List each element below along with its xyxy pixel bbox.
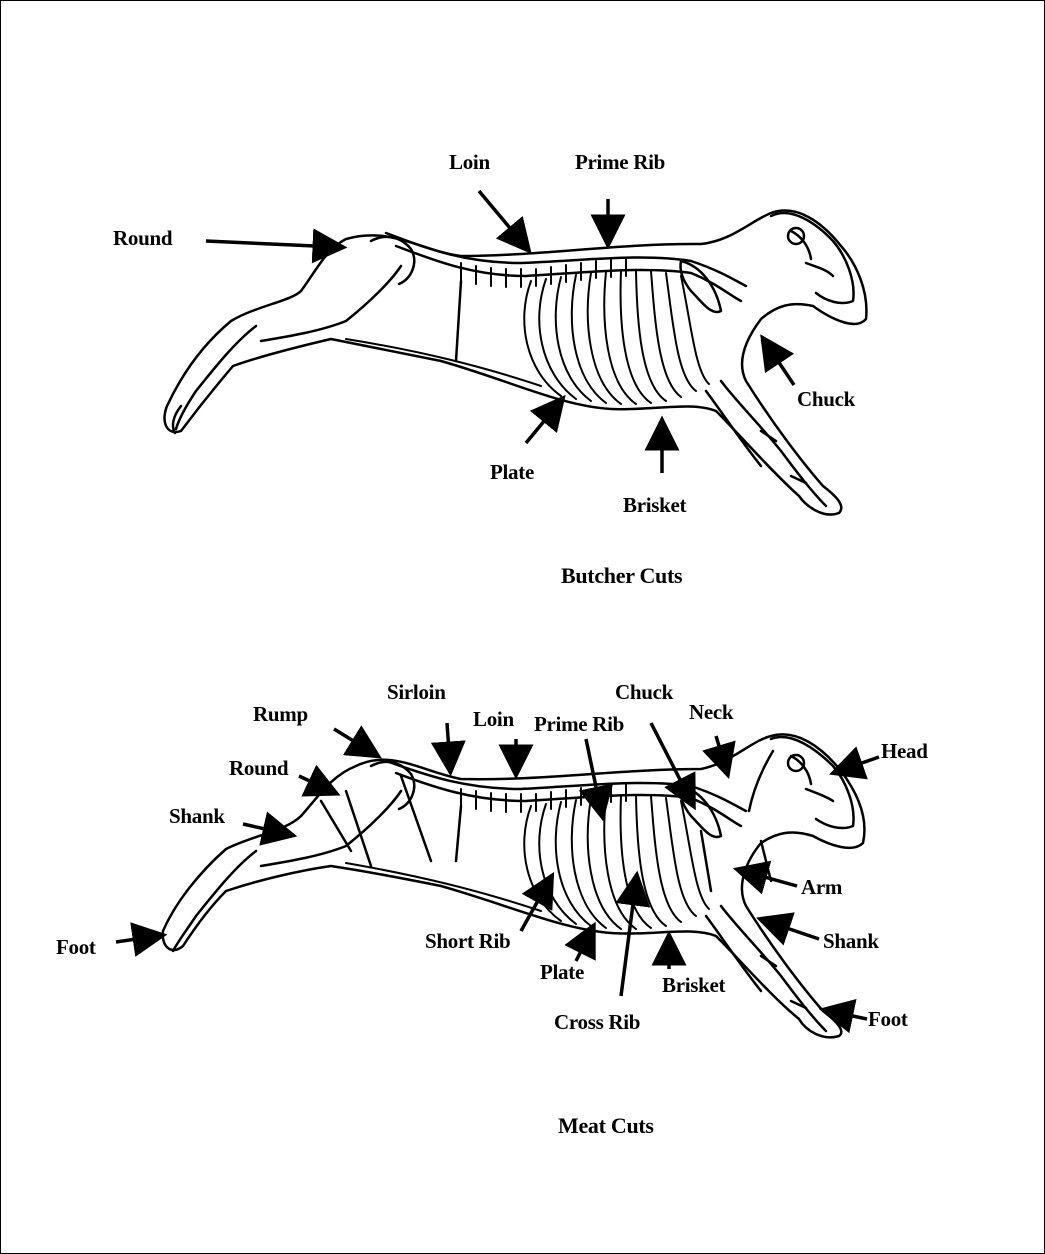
rump-arrow	[334, 729, 373, 753]
shank-arrow-hind	[243, 824, 287, 834]
cross-rib-arrow	[621, 881, 636, 996]
label-shank-hind: Shank	[169, 806, 225, 827]
label-short-rib: Short Rib	[425, 931, 510, 952]
foot-arrow-hind	[116, 936, 157, 942]
label-brisket-2: Brisket	[662, 975, 725, 996]
label-neck: Neck	[689, 702, 733, 723]
label-foot-front: Foot	[868, 1009, 908, 1030]
neck-arrow	[716, 736, 726, 769]
label-loin-2: Loin	[473, 709, 514, 730]
foot-arrow-front	[829, 1011, 867, 1019]
caption-meat-cuts: Meat Cuts	[558, 1115, 654, 1137]
head-arrow	[839, 757, 879, 771]
label-arm: Arm	[801, 877, 842, 898]
sirloin-arrow	[447, 723, 450, 766]
label-round-2: Round	[229, 758, 288, 779]
label-prime-rib-2: Prime Rib	[534, 714, 624, 735]
short-rib-arrow	[521, 881, 549, 931]
prime-rib-arrow-2	[586, 739, 601, 811]
label-foot-hind: Foot	[56, 937, 96, 958]
label-sirloin: Sirloin	[387, 682, 446, 703]
label-plate-2: Plate	[540, 962, 584, 983]
label-rump: Rump	[253, 704, 308, 725]
label-shank-front: Shank	[823, 931, 879, 952]
plate-arrow-2	[576, 931, 591, 961]
label-cross-rib: Cross Rib	[554, 1012, 640, 1033]
shank-arrow-front	[766, 921, 819, 939]
meat-cuts-arrows	[1, 1, 1044, 1101]
label-chuck-2: Chuck	[615, 682, 673, 703]
chuck-arrow-2	[651, 723, 691, 801]
label-head: Head	[881, 741, 928, 762]
arm-arrow	[743, 871, 797, 886]
round-arrow-2	[299, 776, 331, 791]
